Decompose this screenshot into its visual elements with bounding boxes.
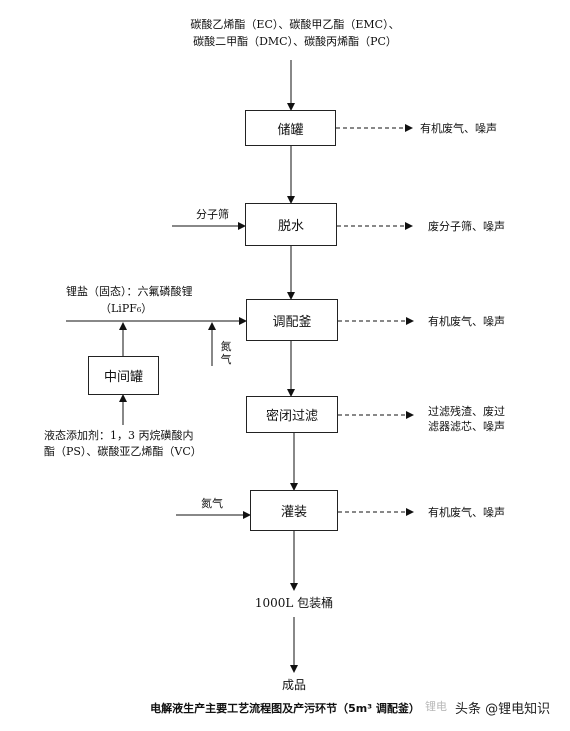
emission-dehydration-label: 废分子筛、噪声 xyxy=(428,220,505,233)
emission-filtration-label-line-2: 滤器滤芯、噪声 xyxy=(428,420,505,433)
intermediate-tank-box: 中间罐 xyxy=(88,356,159,395)
emission-filtration-label-line-1: 过滤残渣、废过 xyxy=(428,405,505,418)
solvents-line-1: 碳酸乙烯酯（EC）、碳酸甲乙酯（EMC）、 xyxy=(190,18,400,31)
product-label: 成品 xyxy=(281,678,306,692)
blending-kettle-box: 调配釜 xyxy=(246,299,338,341)
additives-label-line-1: 液态添加剂：1，3 丙烷磺酸内 xyxy=(44,429,194,442)
nitrogen-vertical-label: 氮气 xyxy=(220,340,232,366)
figure-caption: 电解液生产主要工艺流程图及产污环节（5m³ 调配釜） xyxy=(150,702,420,715)
watermark-logo: 锂电 xyxy=(425,700,447,713)
lithium-salt-label-line-1: 锂盐（固态）：六氟磷酸锂 xyxy=(66,285,193,298)
emission-filling-label: 有机废气、噪声 xyxy=(428,506,505,519)
emission-blending-label: 有机废气、噪声 xyxy=(428,315,505,328)
nitrogen-fill-label: 氮气 xyxy=(201,497,223,510)
filling-box: 灌装 xyxy=(250,490,338,531)
lithium-salt-label-line-2: （LiPF₆） xyxy=(100,302,153,315)
storage-tank-box: 储罐 xyxy=(245,110,336,146)
packaging-label: 1000L 包装桶 xyxy=(254,596,334,610)
molecular-sieve-label: 分子筛 xyxy=(196,208,229,221)
watermark-text: 头条 @锂电知识 xyxy=(455,702,551,717)
additives-label-line-2: 酯（PS）、碳酸亚乙烯酯（VC） xyxy=(44,445,202,458)
solvents-line-2: 碳酸二甲酯（DMC）、碳酸丙烯酯（PC） xyxy=(193,35,397,48)
sealed-filtration-box: 密闭过滤 xyxy=(246,396,338,433)
solvents-label: 碳酸乙烯酯（EC）、碳酸甲乙酯（EMC）、 碳酸二甲酯（DMC）、碳酸丙烯酯（P… xyxy=(150,17,440,49)
emission-storage-label: 有机废气、噪声 xyxy=(420,122,497,135)
dehydration-box: 脱水 xyxy=(245,203,337,246)
